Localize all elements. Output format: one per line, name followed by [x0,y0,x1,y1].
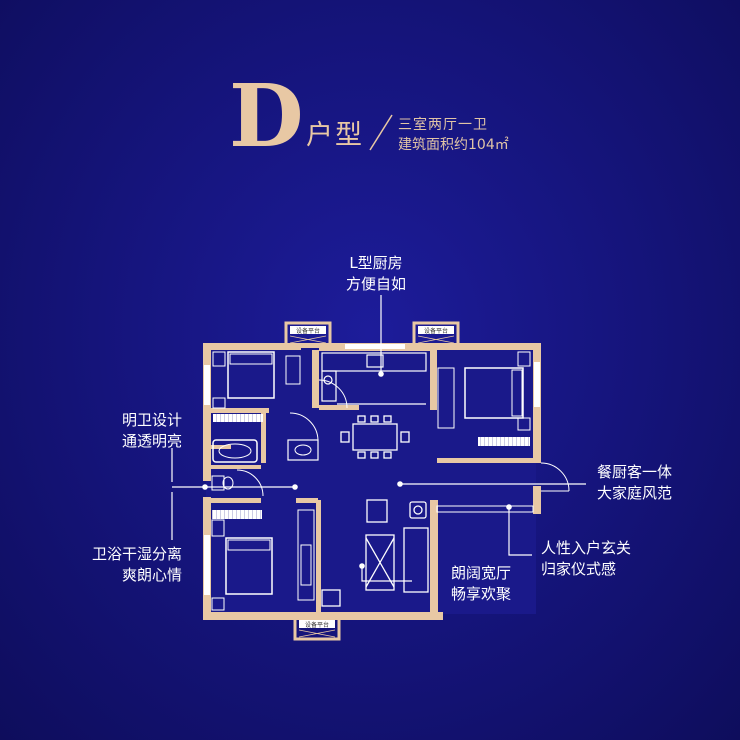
interior-walls [211,350,533,612]
callout-dots [202,371,512,569]
callout-dining-living-line1: 餐厨客一体 [597,463,673,481]
callout-wet-dry-line2: 爽朗心情 [121,566,182,584]
equipment-platform-label: 设备平台 [424,327,448,335]
callout-kitchen-line1: L型厨房 [349,254,403,272]
equipment-platform-label: 设备平台 [305,621,329,629]
equipment-platform-top-left: 设备平台 [284,321,332,347]
windows [204,344,540,595]
callout-entrance: 人性入户玄关 归家仪式感 [541,538,631,580]
floor-background [206,346,536,614]
title-divider [369,114,393,151]
callout-wet-dry: 卫浴干湿分离 爽朗心情 [70,544,182,586]
room-layout-text: 三室两厅一卫 [398,117,488,133]
bedroom-top-left [212,351,301,422]
header: D 户型 三室两厅一卫 建筑面积约104㎡ [0,0,740,180]
equipment-platform-bottom: 设备平台 [293,615,341,641]
callout-bathroom-design-line1: 明卫设计 [121,411,182,429]
equipment-platform-top-right: 设备平台 [412,321,460,347]
door-swings [236,379,570,497]
floor-area-text: 建筑面积约104㎡ [398,137,509,153]
entrance-cabinet [436,505,534,513]
callout-bathroom-design: 明卫设计 通透明亮 [110,410,182,452]
bedroom-top-right [437,351,531,446]
callout-entrance-line1: 人性入户玄关 [541,539,632,557]
bedroom-bottom-left [211,509,315,611]
kitchen [321,352,427,405]
unit-type-letter: D [229,66,304,167]
callout-kitchen: L型厨房 方便自如 [346,253,406,295]
callout-entrance-line2: 归家仪式感 [541,560,617,578]
bathroom [211,439,319,491]
callout-kitchen-line2: 方便自如 [346,275,407,293]
callout-dining-living-line2: 大家庭风范 [597,484,673,502]
unit-type-suffix: 户型 [306,120,364,151]
living-room [321,499,429,607]
callout-living-room-line1: 朗阔宽厅 [451,564,512,582]
callout-living-room: 朗阔宽厅 畅享欢聚 [451,563,511,605]
dining-table [340,415,410,459]
callout-living-room-line2: 畅享欢聚 [451,585,512,603]
callout-dining-living: 餐厨客一体 大家庭风范 [597,462,672,504]
equipment-platform-label: 设备平台 [296,327,320,335]
callout-bathroom-design-line2: 通透明亮 [121,432,182,450]
callout-leader-lines [171,295,586,582]
callout-wet-dry-line1: 卫浴干湿分离 [91,545,182,563]
